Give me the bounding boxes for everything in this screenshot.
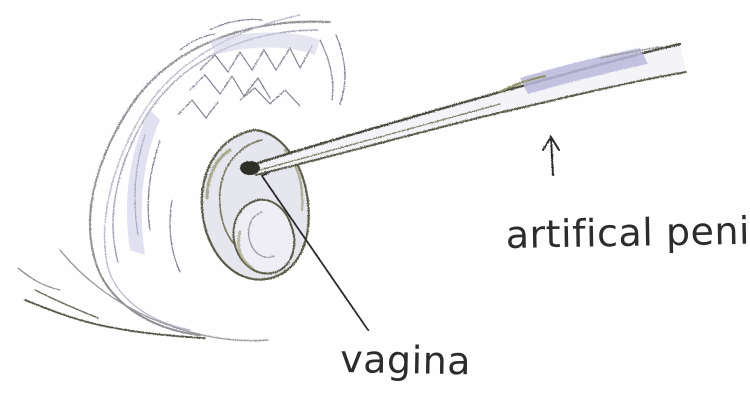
instrument-label: artifical penis [505,208,750,257]
opening-label: vagina [340,337,472,383]
up-arrow-icon [543,137,559,175]
instrument-shape [240,44,686,175]
